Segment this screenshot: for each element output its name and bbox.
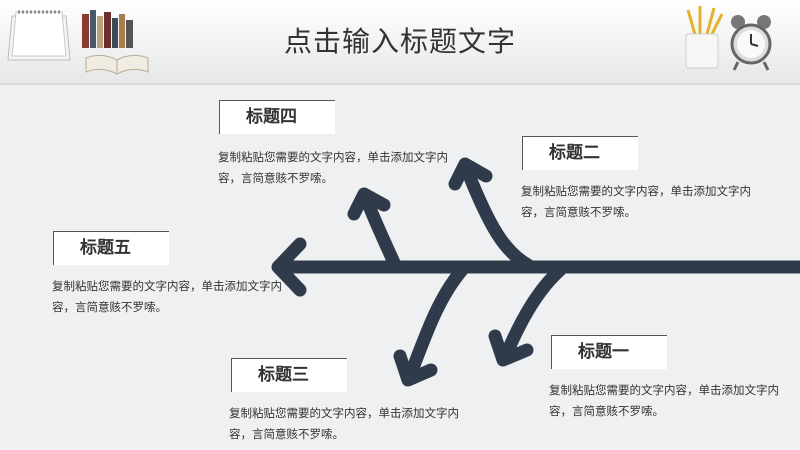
title-box-one[interactable]: 标题一 (551, 335, 667, 369)
branch-arrow-head-three (393, 349, 438, 387)
pencil-cup-icon (685, 6, 724, 69)
books-icon (82, 10, 133, 48)
branch-arrow-head-four (347, 187, 391, 221)
title-box-two[interactable]: 标题二 (522, 136, 638, 170)
branch-arrow-head-two (448, 157, 493, 191)
branch-arrow-title-one (499, 263, 567, 362)
main-arrow-head (271, 237, 307, 297)
desc-text-three[interactable]: 复制粘贴您需要的文字内容，单击添加文字内容，言简意赅不罗嗦。 (229, 406, 459, 441)
desc-text-five[interactable]: 复制粘贴您需要的文字内容，单击添加文字内容，言简意赅不罗嗦。 (52, 279, 282, 314)
page-title[interactable]: 点击输入标题文字 (283, 25, 516, 58)
branch-arrow-title-four (359, 191, 402, 272)
desc-text-two[interactable]: 复制粘贴您需要的文字内容，单击添加文字内容，言简意赅不罗嗦。 (521, 184, 751, 219)
desk-calendar-icon (7, 10, 71, 61)
alarm-clock-icon (730, 15, 772, 71)
header-divider (0, 83, 800, 85)
desc-text-four[interactable]: 复制粘贴您需要的文字内容，单击添加文字内容，言简意赅不罗嗦。 (218, 150, 448, 185)
title-box-five[interactable]: 标题五 (53, 231, 169, 265)
branch-arrow-head-one (488, 329, 534, 367)
title-box-four[interactable]: 标题四 (219, 100, 335, 134)
title-box-three[interactable]: 标题三 (231, 358, 347, 392)
branch-arrow-title-two (460, 163, 535, 272)
open-book-icon (85, 54, 149, 75)
branch-arrow-title-three (403, 263, 469, 383)
desc-text-one[interactable]: 复制粘贴您需要的文字内容，单击添加文字内容，言简意赅不罗嗦。 (549, 383, 779, 418)
